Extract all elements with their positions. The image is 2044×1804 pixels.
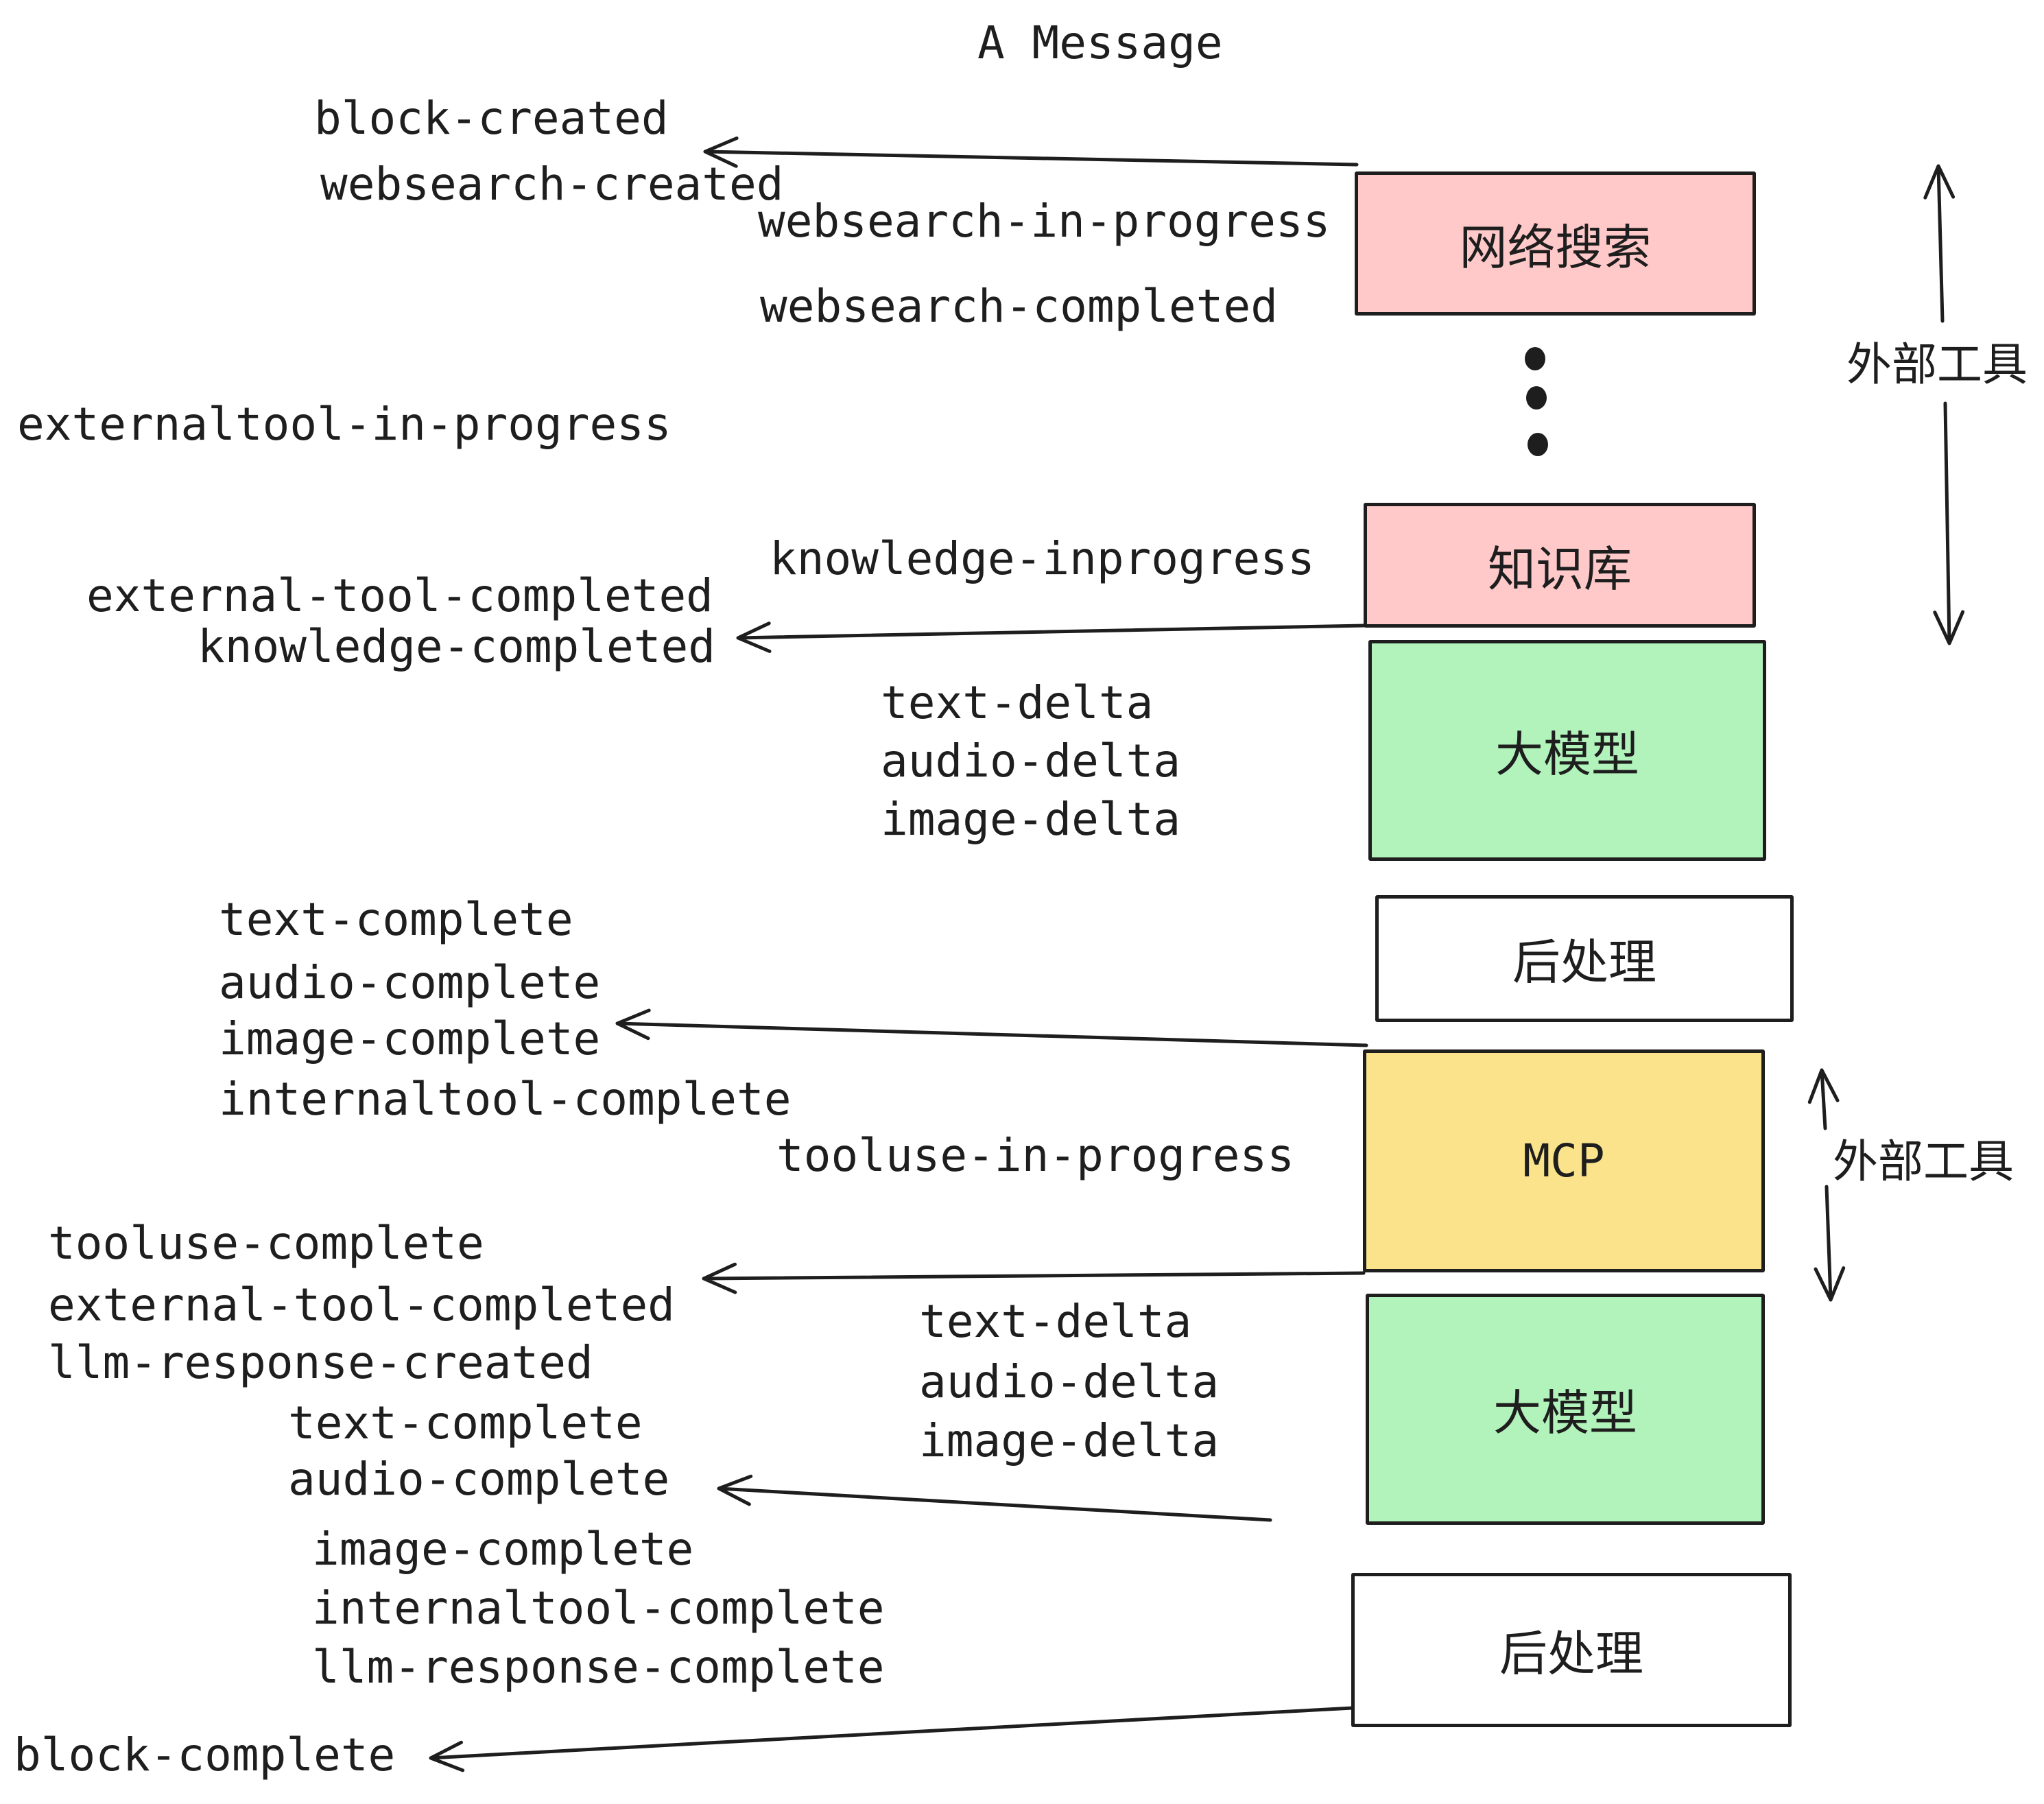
- flow-arrow: [1807, 1068, 1840, 1130]
- ellipsis-dot: [1525, 347, 1545, 370]
- flow-arrow: [615, 1008, 1368, 1047]
- box-mcp: MCP: [1363, 1049, 1765, 1272]
- box-llm-2: 大模型: [1366, 1294, 1765, 1525]
- event-label-internaltool-complete-1: internaltool-complete: [219, 1073, 792, 1126]
- flow-arrow: [1933, 401, 1965, 645]
- flow-arrow: [1923, 164, 1956, 323]
- event-label-websearch-completed: websearch-completed: [760, 280, 1278, 333]
- box-postprocess-2: 后处理: [1351, 1573, 1792, 1727]
- side-label-external-tools-1: 外部工具: [1846, 338, 2028, 391]
- event-label-knowledge-completed: knowledge-completed: [198, 620, 715, 673]
- event-label-image-delta-1: image-delta: [881, 793, 1181, 846]
- event-label-tooluse-in-progress: tooluse-in-progress: [776, 1129, 1294, 1182]
- event-label-block-created: block-created: [314, 92, 669, 145]
- event-label-websearch-in-progress: websearch-in-progress: [758, 195, 1331, 248]
- event-label-image-complete-2: image-complete: [312, 1523, 694, 1576]
- ellipsis-dot: [1528, 433, 1548, 456]
- event-label-internaltool-complete-2: internaltool-complete: [312, 1582, 885, 1635]
- event-label-image-delta-2: image-delta: [919, 1414, 1220, 1467]
- event-label-image-complete-1: image-complete: [219, 1012, 601, 1065]
- event-label-audio-complete-2: audio-complete: [288, 1453, 670, 1506]
- box-postprocess-1: 后处理: [1375, 895, 1794, 1022]
- flow-arrow: [429, 1706, 1355, 1772]
- box-knowledge-base: 知识库: [1364, 503, 1756, 628]
- flow-arrow: [717, 1474, 1272, 1522]
- event-label-text-delta-1: text-delta: [881, 676, 1154, 729]
- event-label-text-delta-2: text-delta: [919, 1295, 1192, 1348]
- event-label-text-complete-2: text-complete: [288, 1397, 643, 1449]
- event-label-llm-response-complete: llm-response-complete: [312, 1641, 885, 1694]
- flow-arrow: [702, 1262, 1366, 1294]
- event-label-llm-response-created: llm-response-created: [48, 1336, 593, 1389]
- event-label-audio-delta-1: audio-delta: [881, 735, 1181, 787]
- event-label-block-complete: block-complete: [14, 1729, 396, 1781]
- flow-arrow: [736, 621, 1367, 653]
- box-llm-1: 大模型: [1368, 640, 1766, 861]
- event-label-text-complete-1: text-complete: [219, 893, 573, 946]
- event-label-websearch-created: websearch-created: [320, 158, 784, 211]
- event-label-externaltool-in-progress: externaltool-in-progress: [17, 398, 672, 451]
- flow-arrow: [1814, 1185, 1846, 1302]
- flow-arrow: [703, 137, 1359, 168]
- event-label-external-tool-completed-2: external-tool-completed: [48, 1279, 675, 1331]
- event-label-audio-delta-2: audio-delta: [919, 1355, 1220, 1408]
- event-label-audio-complete-1: audio-complete: [219, 956, 601, 1009]
- side-label-external-tools-2: 外部工具: [1833, 1135, 2014, 1188]
- event-label-tooluse-complete: tooluse-complete: [48, 1217, 484, 1270]
- box-websearch: 网络搜索: [1355, 171, 1756, 316]
- diagram-title: A Message: [977, 16, 1223, 69]
- ellipsis-dot: [1526, 386, 1547, 410]
- event-label-external-tool-completed: external-tool-completed: [86, 569, 713, 622]
- event-label-knowledge-inprogress: knowledge-inprogress: [770, 532, 1315, 585]
